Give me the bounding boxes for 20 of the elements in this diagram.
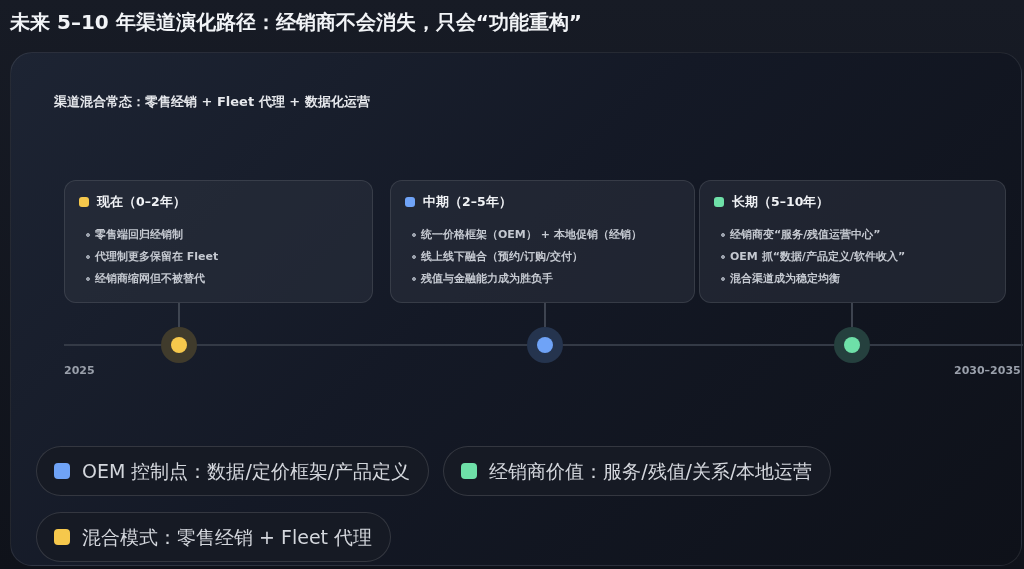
phase-card (699, 180, 1006, 303)
card-heading: 现在（0–2年） (97, 193, 186, 211)
panel-heading: 渠道混合常态：零售经销 + Fleet 代理 + 数据化运营 (54, 93, 370, 111)
legend-text: 混合模式：零售经销 + Fleet 代理 (82, 525, 373, 549)
timeline-dot (834, 327, 870, 363)
axis-label: 2025 (64, 364, 95, 378)
connector-line (178, 302, 180, 328)
connector-line (544, 302, 546, 328)
title: 未来 5–10 年渠道演化路径：经销商不会消失，只会“功能重构” (10, 9, 582, 36)
card-heading: 中期（2–5年） (423, 193, 512, 211)
legend-text: OEM 控制点：数据/定价框架/产品定义 (82, 459, 411, 483)
connector-line (851, 302, 853, 328)
timeline-dot (161, 327, 197, 363)
timeline-dot (527, 327, 563, 363)
phase-card (390, 180, 695, 303)
card-heading: 长期（5–10年） (732, 193, 830, 211)
phase-card (64, 180, 373, 303)
axis-label: 2030–2035 (954, 364, 1021, 378)
legend-text: 经销商价值：服务/残值/关系/本地运营 (489, 459, 813, 483)
timeline-panel (10, 52, 1022, 566)
